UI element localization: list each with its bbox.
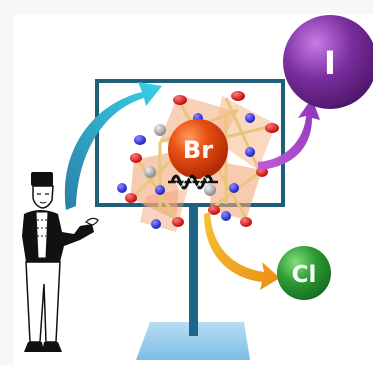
stand-base [136, 322, 250, 360]
hand [84, 217, 99, 226]
spring-bond-icon [168, 174, 218, 190]
blue-atom [245, 147, 255, 157]
cyan-arrow [64, 82, 162, 210]
presenter-figure-icon [22, 172, 99, 352]
red-atom [240, 217, 252, 227]
cl-atom: Cl [277, 246, 331, 300]
gray-atom [204, 184, 216, 196]
blue-atom [134, 135, 146, 145]
br-label: Br [183, 136, 213, 164]
red-atom [208, 205, 220, 215]
cl-label: Cl [292, 262, 317, 288]
red-atom [265, 123, 279, 133]
shirt [35, 211, 49, 259]
stand-pole [189, 204, 198, 336]
i-atom: I [283, 15, 373, 109]
orange-arrow [204, 212, 280, 290]
red-atom [173, 95, 187, 105]
blue-atom [245, 113, 255, 123]
head [32, 185, 54, 209]
red-atom [125, 193, 137, 203]
blue-atom [155, 185, 165, 195]
shoe-right [42, 342, 62, 352]
red-atom [130, 153, 142, 163]
purple-arrow [258, 98, 320, 170]
shoe-left [24, 342, 44, 352]
i-sphere [283, 15, 373, 109]
board-frame [95, 79, 285, 207]
br-sphere [168, 119, 228, 179]
red-atom [172, 217, 184, 227]
gray-atom [154, 124, 166, 136]
gray-atom [144, 166, 156, 178]
blue-atom [221, 211, 231, 221]
br-atom: Br [168, 119, 228, 179]
i-label: I [324, 44, 336, 82]
hat [31, 172, 53, 186]
cl-sphere [277, 246, 331, 300]
red-atom [231, 91, 245, 101]
blue-atom [229, 183, 239, 193]
blue-atom [151, 219, 161, 229]
blue-atom [117, 183, 127, 193]
